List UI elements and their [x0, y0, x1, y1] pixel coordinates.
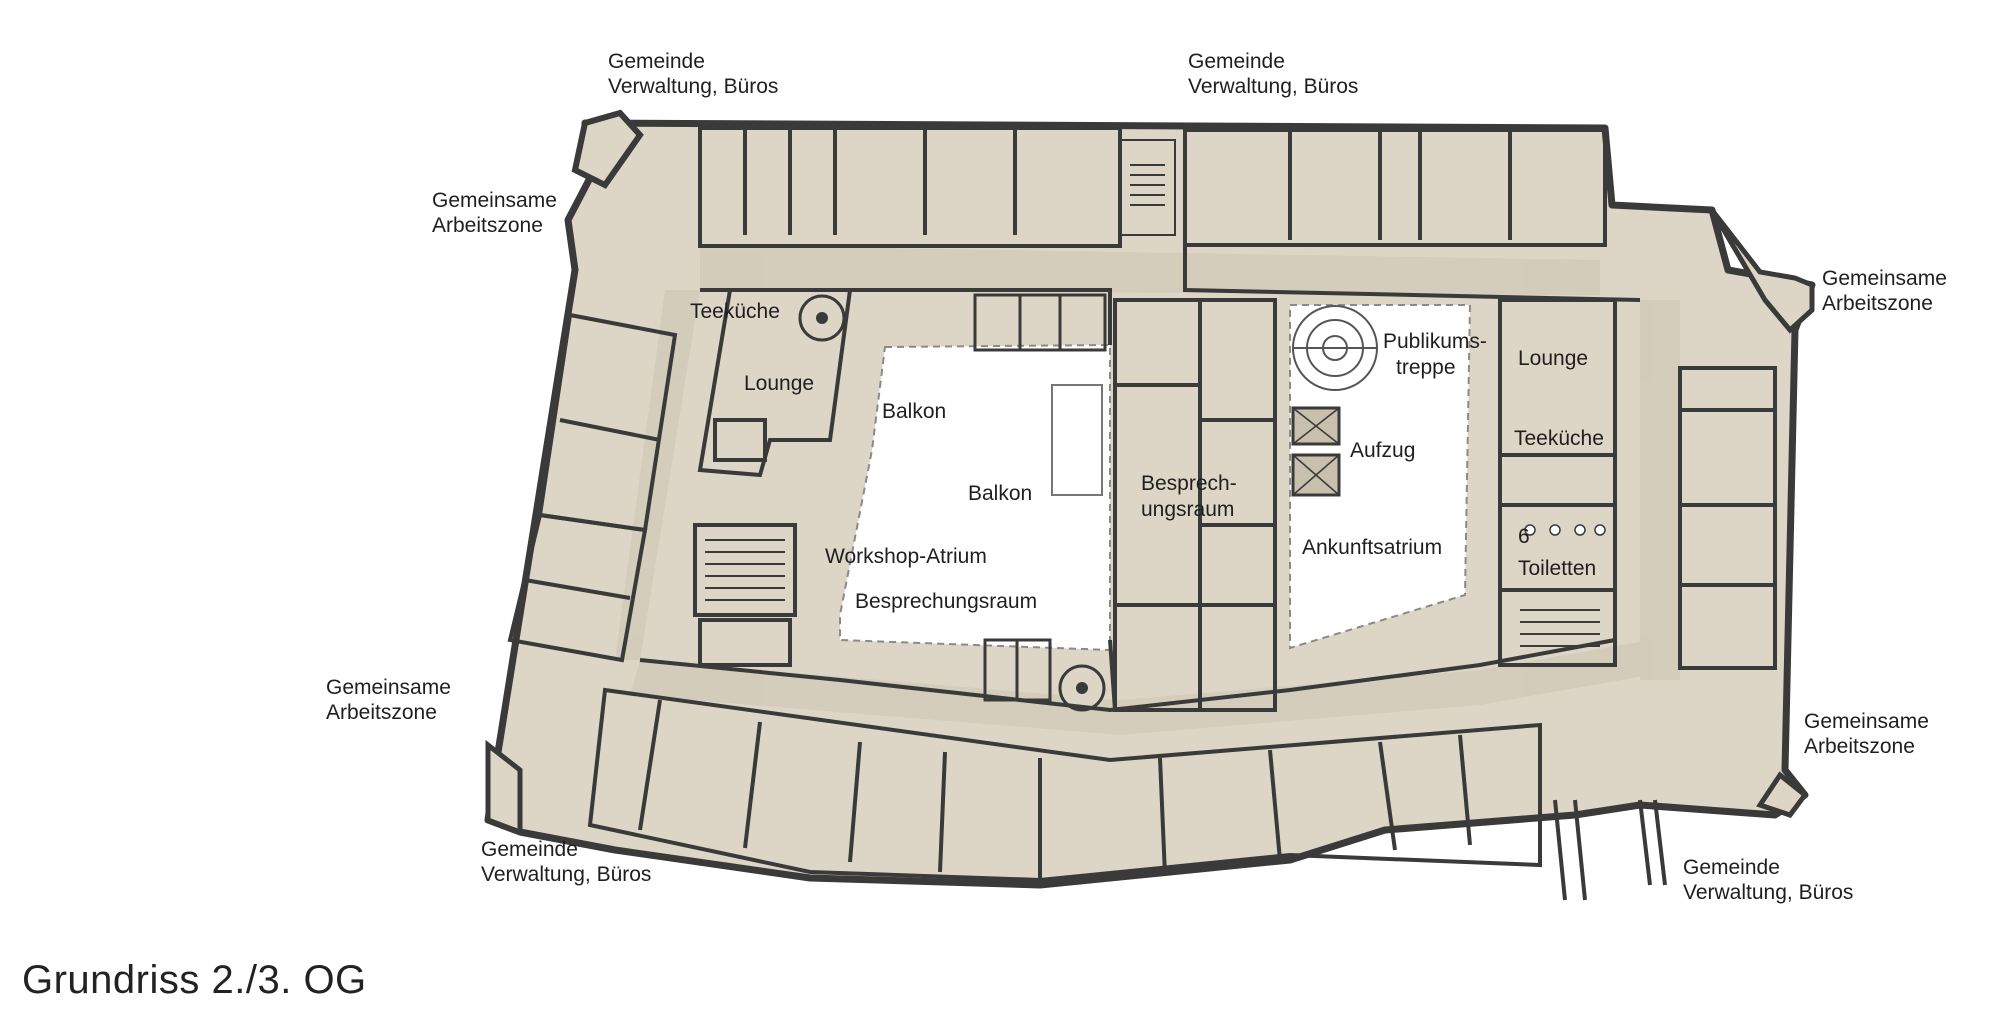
label-besprechungsraum-split: Besprech-ungsraum	[1141, 472, 1237, 521]
office-row-south	[587, 687, 1542, 883]
office-row-west	[507, 312, 678, 663]
spiral-stair-bottom	[1058, 664, 1106, 712]
label-teekueche-left: Teeküche	[690, 300, 780, 323]
plan-caption: Grundriss 2./3. OG	[22, 958, 367, 1002]
label-teekueche-right: Teeküche	[1514, 427, 1604, 450]
meeting-rooms-center	[1113, 298, 1277, 712]
label-lounge-right: Lounge	[1518, 347, 1588, 370]
office-row-east	[1678, 366, 1777, 670]
label-toiletten-number: 6	[1518, 525, 1530, 548]
label-toiletten: Toiletten	[1518, 557, 1596, 580]
spiral-stair-top	[798, 294, 846, 342]
label-balkon-top: Balkon	[882, 400, 946, 423]
balcony-table	[1051, 384, 1103, 496]
corridor-ring	[615, 245, 1680, 735]
elevators	[1291, 406, 1341, 497]
label-besprechungsraum-center: Besprechungsraum	[855, 590, 1037, 613]
public-stair	[1292, 305, 1378, 391]
label-aufzug: Aufzug	[1350, 439, 1415, 462]
entrance-bottom-right	[1553, 799, 1667, 901]
toilets-top	[973, 293, 1107, 352]
core-right	[1498, 298, 1617, 667]
label-balkon-center: Balkon	[968, 482, 1032, 505]
label-lounge-left: Lounge	[744, 372, 814, 395]
inner-ring-walls	[639, 245, 1641, 713]
label-ankunftsatrium: Ankunftsatrium	[1302, 536, 1442, 559]
toilets-right	[1524, 524, 1606, 536]
stair-north	[1119, 139, 1176, 236]
office-row-north	[698, 126, 1607, 248]
label-publikumstreppe: Publikums-treppe	[1383, 330, 1487, 379]
stair-left	[705, 539, 785, 601]
label-workshop-atrium: Workshop-Atrium	[825, 545, 987, 568]
